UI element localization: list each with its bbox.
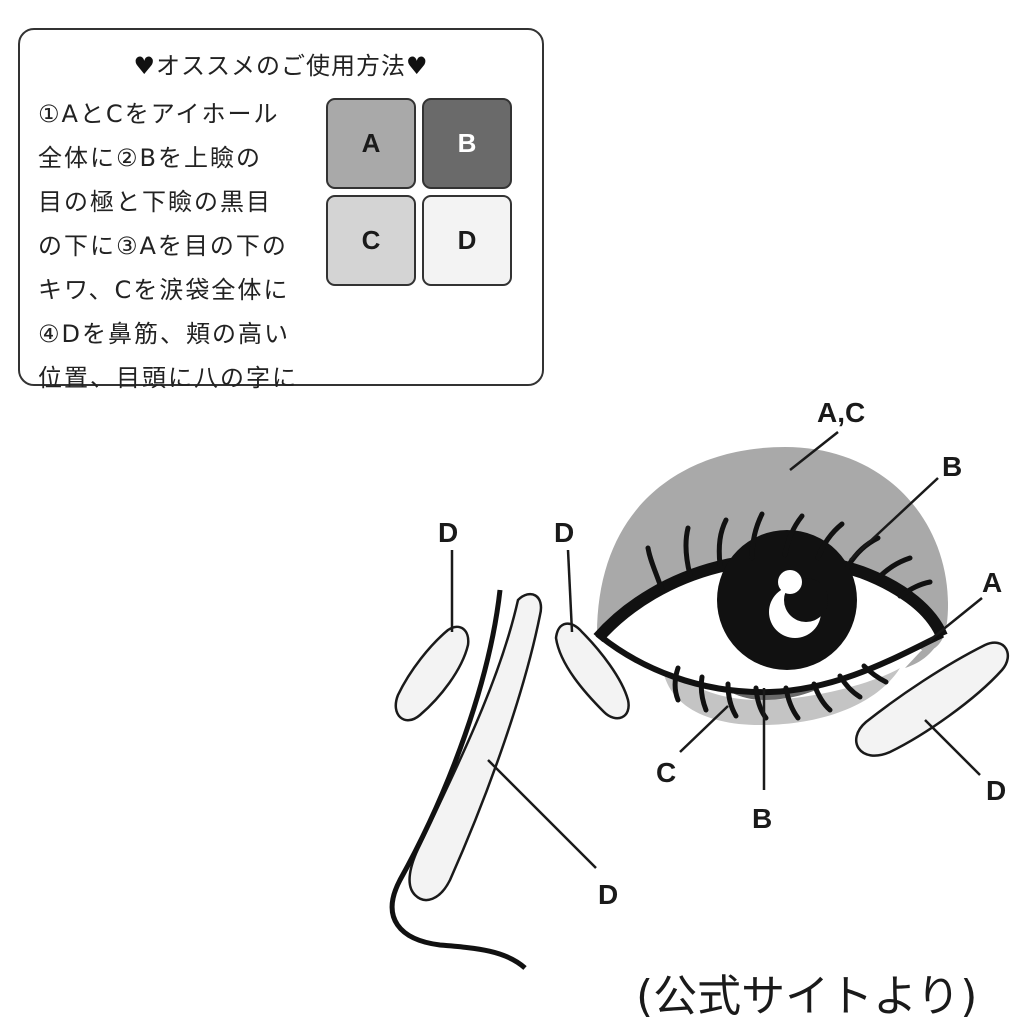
instruction-line: 全体に②Bを上瞼の xyxy=(38,144,262,172)
leader-c-bottom xyxy=(679,705,729,753)
highlight-d-cheek xyxy=(855,641,1009,757)
heart-icon-right: ♥ xyxy=(406,52,429,80)
lower-lashes xyxy=(672,663,889,721)
label-c-bottom: C xyxy=(656,757,676,788)
label-d-cheek: D xyxy=(986,775,1006,806)
highlight-dot xyxy=(778,570,802,594)
label-a-right: A xyxy=(982,567,1002,598)
instruction-line: キワ、Cを涙袋全体に xyxy=(38,276,290,304)
pan-c: C xyxy=(326,195,416,286)
heart-icon-left: ♥ xyxy=(133,52,156,80)
shadow-area-c xyxy=(661,655,900,725)
highlight-d-inner-right xyxy=(554,622,630,720)
pan-b-label: B xyxy=(457,128,477,158)
leader-a-right xyxy=(929,597,983,641)
pan-a: A xyxy=(326,98,416,189)
highlight-d-inner-left xyxy=(394,625,470,722)
label-d-left-far: D xyxy=(438,517,458,548)
instruction-line: 目の極と下瞼の黒目 xyxy=(38,188,272,216)
instruction-line: ①AとCをアイホール xyxy=(38,100,280,128)
color-palette: A B C D xyxy=(326,98,514,288)
nose-line xyxy=(389,589,527,970)
pan-d: D xyxy=(422,195,512,286)
leader-lines xyxy=(450,431,983,869)
instruction-line: ④Dを鼻筋、頬の高い xyxy=(38,320,290,348)
instruction-line: の下に③Aを目の下の xyxy=(38,232,288,260)
label-ac: A,C xyxy=(817,397,865,428)
eye-illustration xyxy=(593,511,948,721)
leader-d-left-near xyxy=(566,549,574,633)
leader-ac xyxy=(789,431,839,471)
label-b-top: B xyxy=(942,451,962,482)
instruction-list: ①AとCをアイホール 全体に②Bを上瞼の 目の極と下瞼の黒目 の下に③Aを目の下… xyxy=(38,92,328,400)
card-title: ♥オススメのご使用方法♥ xyxy=(20,46,542,81)
leader-b-top xyxy=(849,477,939,561)
card-title-text: オススメのご使用方法 xyxy=(156,52,406,80)
usage-card: ♥オススメのご使用方法♥ ①AとCをアイホール 全体に②Bを上瞼の 目の極と下瞼… xyxy=(18,28,544,392)
pan-c-label: C xyxy=(361,225,381,255)
pan-d-label: D xyxy=(457,225,477,255)
pan-b: B xyxy=(422,98,512,189)
source-credit: (公式サイトより) xyxy=(636,971,978,1022)
pan-a-label: A xyxy=(361,128,381,158)
leader-d-cheek xyxy=(924,719,981,776)
instruction-line: 位置、目頭に八の字に xyxy=(38,364,298,392)
highlight-d-nose xyxy=(408,592,543,902)
label-d-nose: D xyxy=(598,879,618,910)
leader-d-nose xyxy=(487,759,597,869)
label-b-bottom: B xyxy=(752,803,772,834)
label-d-left-near: D xyxy=(554,517,574,548)
